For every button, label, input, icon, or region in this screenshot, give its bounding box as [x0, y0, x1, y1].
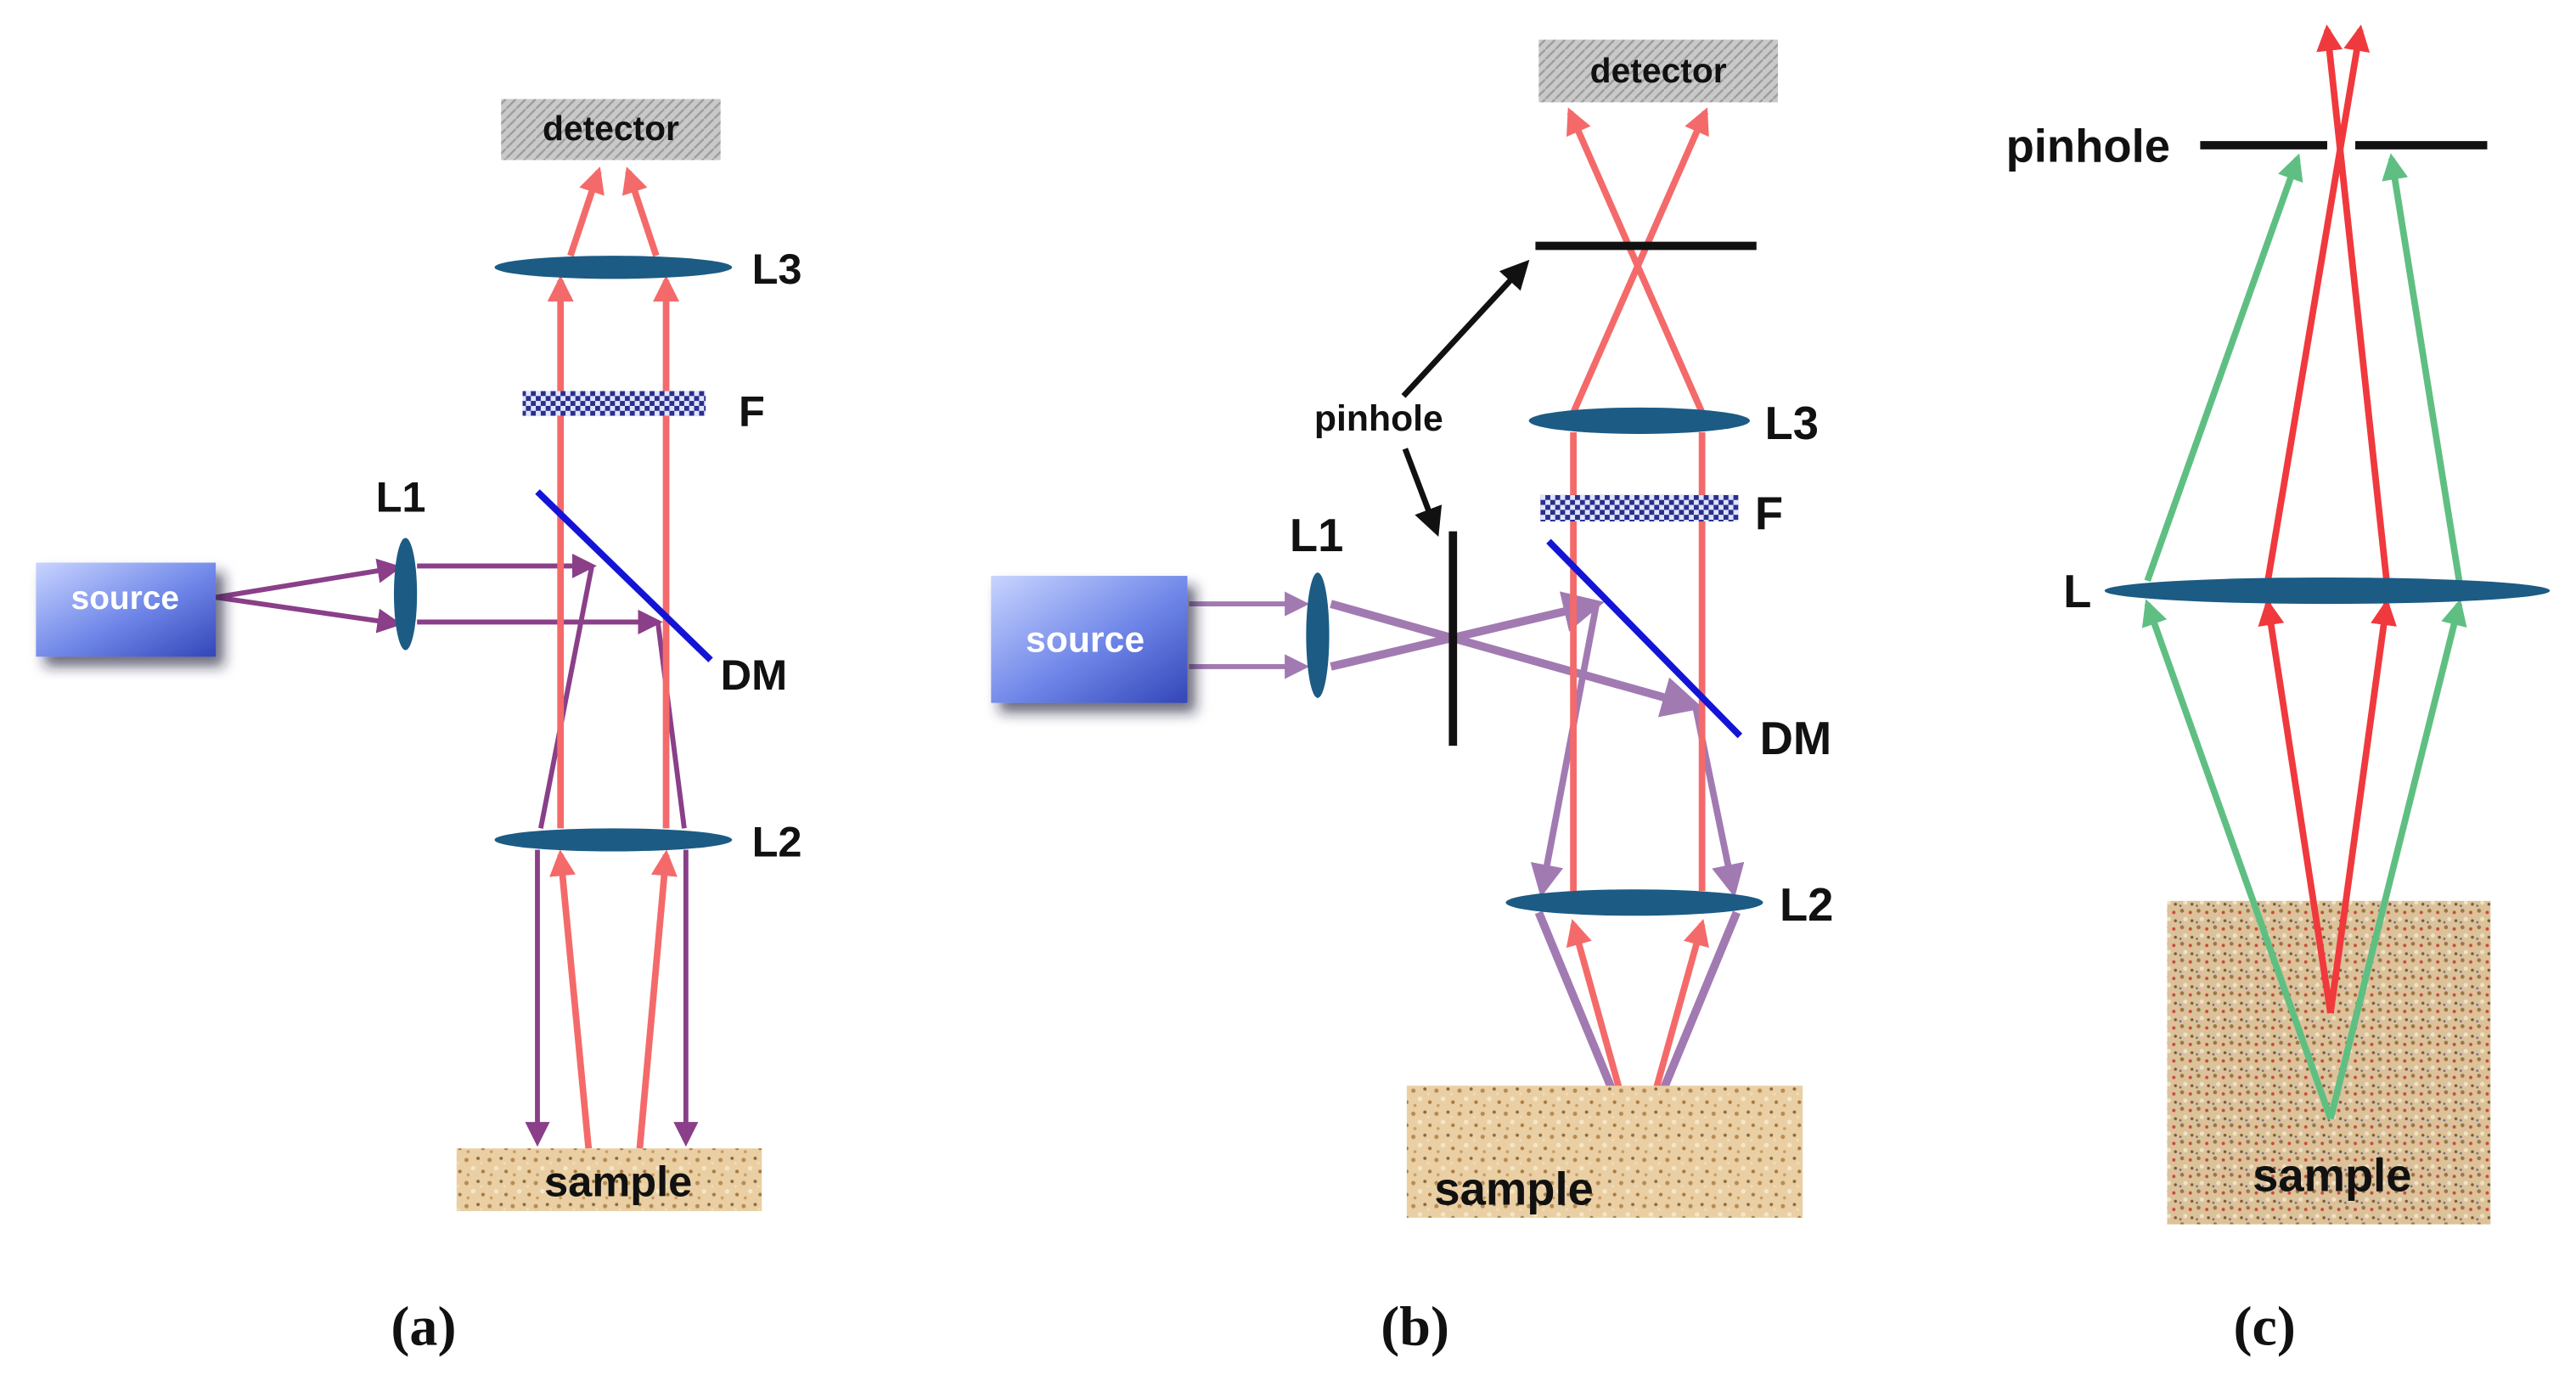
filter-label: F	[739, 386, 765, 435]
lens-l2	[494, 828, 733, 852]
svg-text:detector: detector	[543, 109, 679, 148]
panel-c: sample pinhole L (c)	[2006, 24, 2551, 1357]
sample: sample	[456, 1148, 762, 1212]
lens-l1	[393, 538, 418, 651]
lens-l1-label: L1	[1290, 510, 1343, 561]
lens-l2	[1505, 889, 1763, 916]
panel-a: detector L3 F DM L1 L2 source sample (a)	[36, 99, 802, 1357]
excitation-ray	[538, 565, 594, 829]
in-focus-ray	[2327, 598, 2397, 1014]
sample: sample	[1406, 1085, 1803, 1218]
excitation-ray	[655, 622, 687, 829]
lens-l3-label: L3	[752, 245, 802, 293]
caption-b: (b)	[1381, 1295, 1449, 1357]
pinhole-label: pinhole	[2006, 120, 2170, 172]
dichroic-mirror	[535, 489, 713, 662]
out-of-focus-ray	[2144, 153, 2303, 583]
lens-l1-label: L1	[376, 472, 426, 521]
lens-l3	[494, 256, 733, 279]
detector: detector	[1538, 39, 1779, 103]
in-focus-ray	[2264, 24, 2371, 582]
excitation-ray	[1330, 591, 1605, 671]
sample: sample	[2167, 900, 2491, 1225]
out-of-focus-ray	[2382, 153, 2463, 582]
fluorescence-ray	[636, 849, 678, 1149]
light-source: source	[36, 562, 217, 657]
fluorescence-ray	[567, 166, 605, 257]
svg-text:source: source	[1026, 619, 1145, 660]
dichroic-mirror-label: DM	[721, 651, 788, 699]
svg-text:source: source	[71, 580, 179, 617]
excitation-ray	[1530, 603, 1600, 898]
excitation-ray	[215, 594, 402, 634]
in-focus-ray	[2258, 598, 2334, 1014]
fluorescence-ray	[1566, 107, 1706, 414]
panel-b: detector pinhole L3 F DM L1 L2 source sa…	[991, 39, 1833, 1357]
svg-text:detector: detector	[1590, 51, 1727, 90]
lens-l2-label: L2	[752, 817, 802, 865]
pinhole-pointer-arrow	[1401, 259, 1530, 398]
detector: detector	[501, 99, 721, 161]
caption-c: (c)	[2234, 1295, 2296, 1357]
out-of-focus-ray	[2327, 599, 2467, 1120]
dichroic-mirror-label: DM	[1760, 713, 1832, 764]
lens-l3	[1528, 407, 1750, 434]
fluorescence-ray	[622, 166, 660, 257]
lens-l-label: L	[2063, 566, 2091, 617]
svg-text:sample: sample	[1434, 1163, 1593, 1214]
excitation-ray	[1330, 600, 1704, 718]
lens-l2-label: L2	[1780, 879, 1833, 931]
filter-label: F	[1755, 488, 1783, 540]
svg-text:sample: sample	[2253, 1150, 2411, 1202]
lens-l	[2104, 578, 2551, 605]
in-focus-ray	[2316, 24, 2390, 582]
lens-l1	[1306, 572, 1330, 698]
dichroic-mirror	[1546, 538, 1743, 739]
pinhole-label: pinhole	[1314, 398, 1443, 439]
lens-l3-label: L3	[1764, 397, 1818, 449]
emission-filter	[522, 391, 706, 416]
caption-a: (a)	[391, 1295, 456, 1357]
svg-text:sample: sample	[544, 1158, 692, 1206]
pinhole-pointer-arrow	[1402, 448, 1443, 537]
out-of-focus-ray	[2141, 599, 2334, 1120]
light-source: source	[991, 576, 1188, 703]
excitation-ray	[215, 558, 402, 600]
fluorescence-ray	[549, 849, 593, 1149]
emission-filter	[1540, 494, 1739, 521]
